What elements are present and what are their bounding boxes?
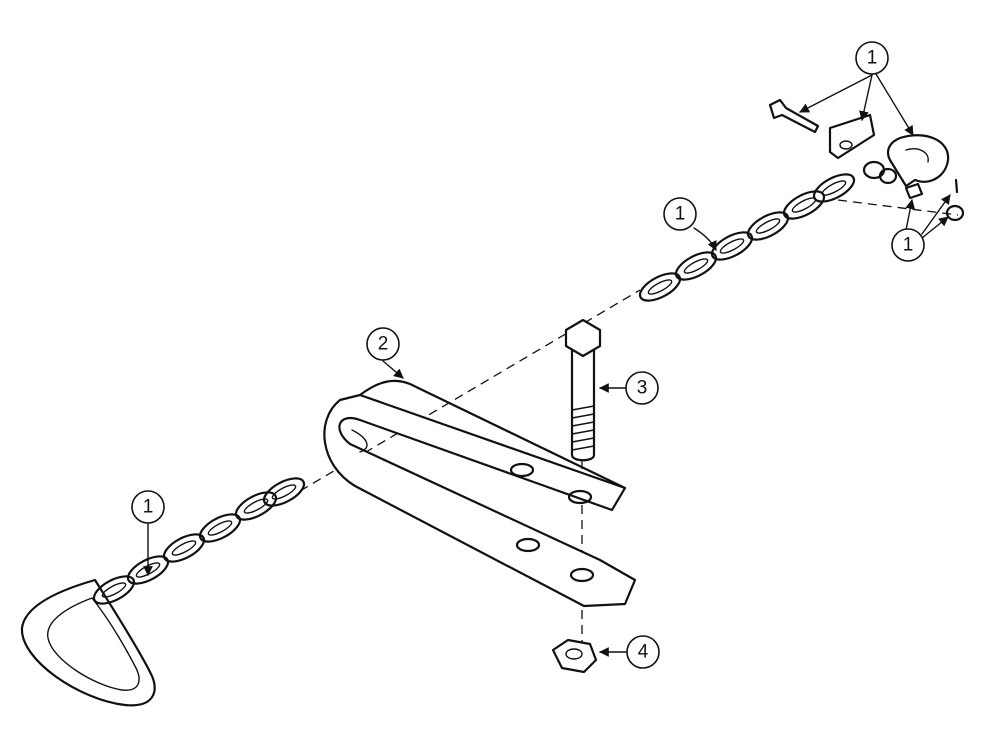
upper-chain bbox=[634, 167, 860, 308]
callout-small-parts: 1 bbox=[891, 228, 925, 262]
callout-nut: 4 bbox=[626, 635, 660, 669]
strap-bracket bbox=[323, 379, 637, 608]
nut bbox=[551, 638, 598, 674]
leader-lines bbox=[143, 73, 951, 657]
bolt bbox=[564, 318, 602, 462]
lower-chain-with-ring bbox=[20, 471, 310, 707]
svg-text:1: 1 bbox=[867, 48, 878, 69]
callout-lower-chain: 1 bbox=[131, 490, 165, 524]
svg-text:1: 1 bbox=[143, 497, 154, 518]
svg-text:4: 4 bbox=[638, 642, 649, 663]
callout-upper-chain: 1 bbox=[663, 197, 697, 231]
hook-hardware bbox=[768, 98, 965, 222]
svg-text:3: 3 bbox=[637, 378, 648, 399]
callout-bolt: 3 bbox=[625, 371, 659, 405]
callout-strap: 2 bbox=[366, 327, 400, 361]
svg-text:2: 2 bbox=[378, 334, 389, 355]
callout-hook-parts: 1 bbox=[855, 41, 889, 75]
svg-text:1: 1 bbox=[675, 204, 686, 225]
svg-text:1: 1 bbox=[903, 235, 914, 256]
